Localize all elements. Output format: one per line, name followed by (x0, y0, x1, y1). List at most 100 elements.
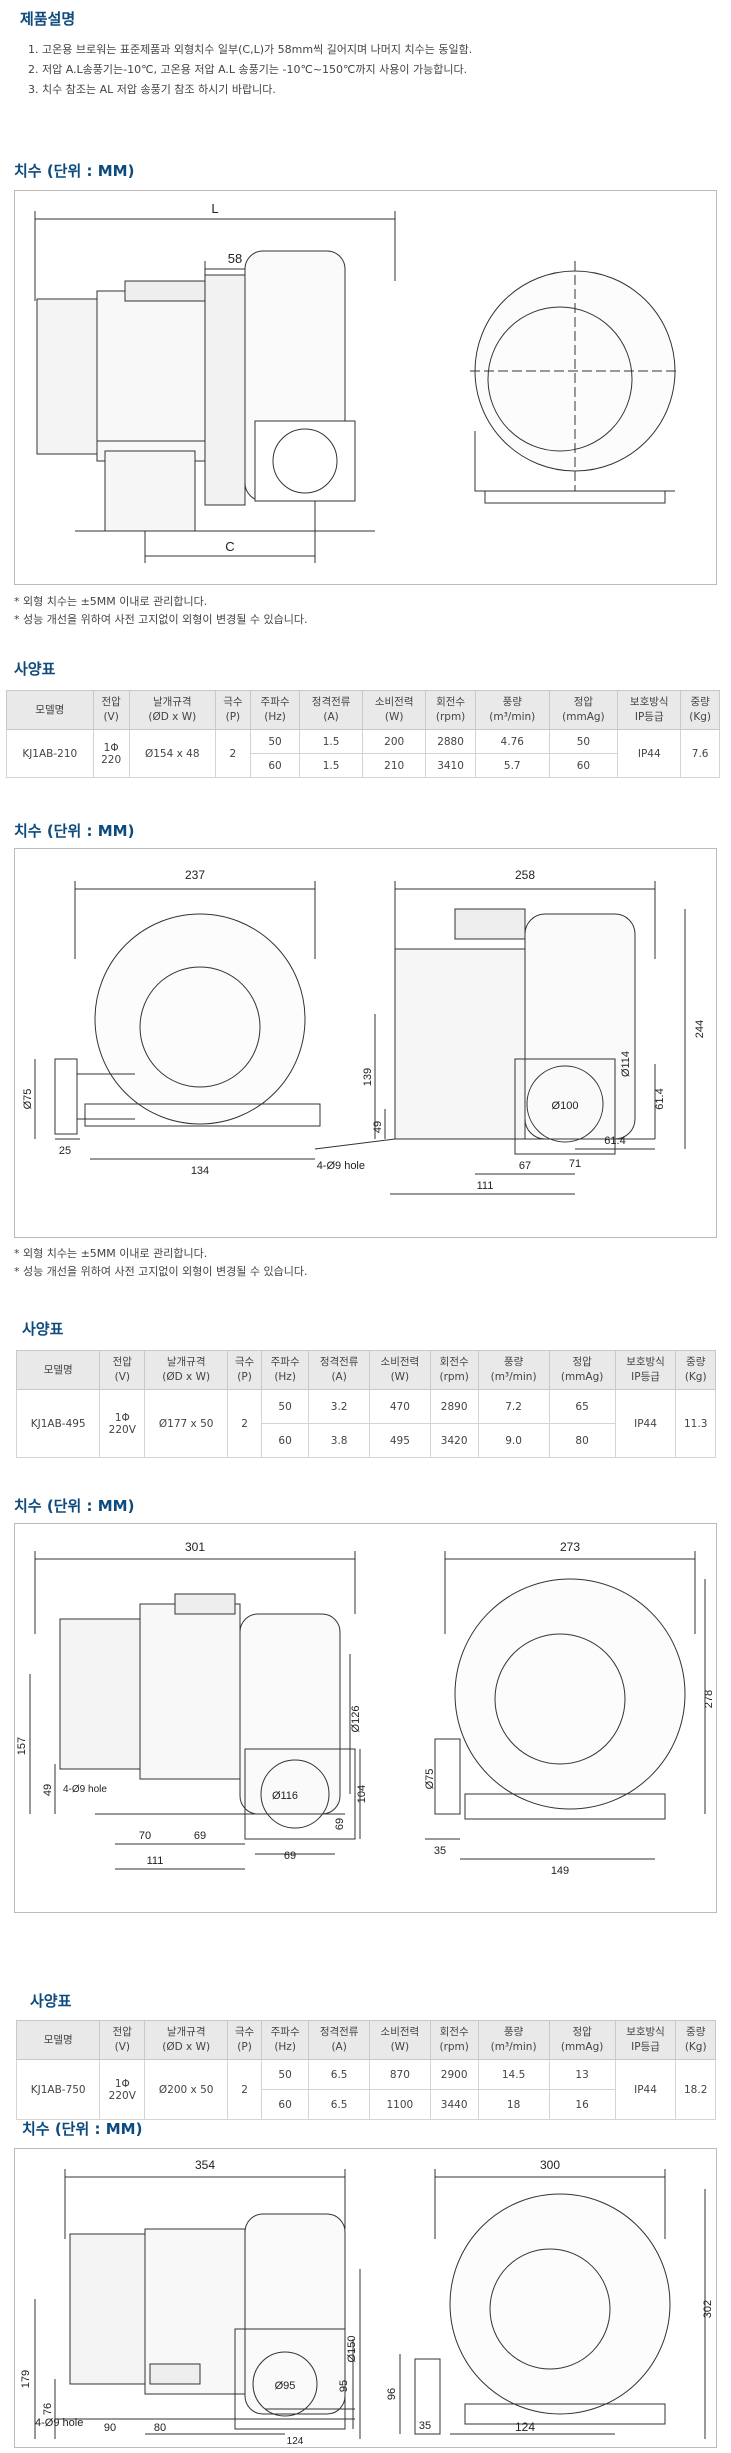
dim-label: Ø95 (275, 2380, 296, 2392)
spec-header: 날개규격(ØD x W) (144, 1350, 229, 1390)
dim-label: 4-Ø9 hole (317, 1160, 365, 1172)
dim-label: 157 (16, 1737, 28, 1755)
dim-title-3: 치수 (단위 : MM) (14, 1497, 135, 1515)
dim-label: 70 (139, 1830, 151, 1842)
spec-header: 전압(V) (99, 1350, 146, 1390)
table-cell: 3.2 (308, 1389, 370, 1424)
table-cell: 470 (369, 1389, 431, 1424)
table-cell: 3410 (425, 753, 476, 778)
product-desc-item: 2. 저압 A.L송풍기는-10℃, 고온용 저압 A.L 송풍기는 -10℃~… (28, 63, 468, 76)
table-cell: 60 (548, 753, 619, 778)
spec-header: 극수(P) (227, 2020, 262, 2060)
spec-header: 전압(V) (99, 2020, 146, 2060)
table-cell: 6.5 (308, 2089, 370, 2120)
spec-header: 풍량(m³/min) (477, 1350, 550, 1390)
table-cell: 2900 (429, 2059, 479, 2090)
spec-header: 중량(Kg) (680, 690, 720, 730)
dim-label: 244 (694, 1020, 706, 1038)
table-cell: 3420 (429, 1423, 479, 1458)
dim-label: 69 (194, 1830, 206, 1842)
table-cell: 6.5 (308, 2059, 370, 2090)
dim-title-2: 치수 (단위 : MM) (14, 822, 135, 840)
table-row: KJ1AB-210 1Φ 220 Ø154 x 48 2 50 1.5 200 … (6, 729, 720, 778)
spec-header: 풍량(m³/min) (477, 2020, 550, 2060)
spec-header: 모델명 (15, 2020, 101, 2060)
dim-label: 61.4 (654, 1088, 666, 1109)
spec-header: 소비전력(W) (362, 690, 427, 730)
voltage-cell: 1Φ 220V (99, 1389, 146, 1458)
spec-header: 모델명 (6, 690, 94, 730)
dim-label: 35 (434, 1845, 446, 1857)
spec-table-2: 모델명 전압(V) 날개규격(ØD x W) 극수(P) 주파수(Hz) 정격전… (15, 1350, 716, 1458)
spec-header: 정격전류(A) (308, 2020, 370, 2060)
spec-header: 정격전류(A) (308, 1350, 370, 1390)
table-cell: 65 (548, 1389, 616, 1424)
dim-label: C (225, 539, 234, 554)
dim-note: * 성능 개선을 위하여 사전 고지없이 외형이 변경될 수 있습니다. (14, 613, 308, 626)
blade-cell: Ø177 x 50 (144, 1389, 229, 1458)
spec-table-3: 모델명 전압(V) 날개규격(ØD x W) 극수(P) 주파수(Hz) 정격전… (15, 2020, 716, 2120)
table-cell: 60 (260, 1423, 310, 1458)
spec-header: 극수(P) (214, 690, 251, 730)
table-cell: 3.8 (308, 1423, 370, 1458)
voltage-cell: 1Φ 220V (99, 2059, 146, 2120)
dim-label: 124 (515, 2420, 535, 2434)
table-cell: 2890 (429, 1389, 479, 1424)
dim-label: 139 (362, 1068, 374, 1086)
dim-label: 61.4 (604, 1135, 625, 1147)
table-cell: 495 (369, 1423, 431, 1458)
dim-label: 49 (42, 1784, 54, 1796)
spec-header: 전압(V) (92, 690, 130, 730)
dim-note: * 외형 치수는 ±5MM 이내로 관리합니다. (14, 595, 208, 608)
table-row: 60 3.8 495 3420 9.0 80 (17, 1423, 716, 1458)
blower-drawing-4: 354 300 302 179 76 4-Ø9 hole 90 80 124 Ø… (20, 2158, 714, 2447)
spec-header: 주파수(Hz) (249, 690, 301, 730)
blower-drawing-1: L 58 C (34, 201, 680, 563)
dim-label: 80 (154, 2422, 166, 2434)
product-desc-list: 1. 고온용 브로워는 표준제품과 외형치수 일부(C,L)가 58mm씩 길어… (28, 40, 472, 100)
dim-label: 58 (228, 251, 242, 266)
spec-header: 소비전력(W) (369, 1350, 431, 1390)
drawing-3: 301 273 278 157 49 4-Ø9 hole 70 69 111 Ø… (14, 1523, 717, 1913)
dim-label: 25 (59, 1145, 71, 1157)
table-cell: 50 (260, 2059, 310, 2090)
spec-header: 극수(P) (227, 1350, 262, 1390)
dim-label: Ø150 (346, 2336, 358, 2363)
dim-note: * 외형 치수는 ±5MM 이내로 관리합니다. (14, 1247, 208, 1260)
dim-label: 354 (195, 2158, 215, 2172)
spec-header: 날개규격(ØD x W) (144, 2020, 229, 2060)
spec-header: 주파수(Hz) (260, 2020, 310, 2060)
spec-header-row: 모델명 전압(V) 날개규격(ØD x W) 극수(P) 주파수(Hz) 정격전… (6, 690, 720, 730)
dim-label: 134 (191, 1165, 209, 1177)
dim-label: 35 (419, 2420, 431, 2432)
model-cell: KJ1AB-495 (15, 1389, 101, 1458)
drawing-2: 237 258 Ø75 25 134 139 49 4-Ø9 hole 67 1… (14, 848, 717, 1238)
table-cell: 16 (548, 2089, 616, 2120)
dim-label: Ø75 (424, 1769, 436, 1790)
dim-label: 300 (540, 2158, 560, 2172)
table-cell: 80 (548, 1423, 616, 1458)
table-cell: 1.5 (299, 753, 364, 778)
dim-label: Ø75 (22, 1089, 34, 1110)
ip-cell: IP44 (617, 729, 682, 778)
spec-header: 중량(Kg) (675, 1350, 716, 1390)
product-desc-item: 1. 고온용 브로워는 표준제품과 외형치수 일부(C,L)가 58mm씩 길어… (28, 43, 473, 56)
poles-cell: 2 (214, 729, 251, 778)
table-row: 60 6.5 1100 3440 18 16 (17, 2089, 716, 2120)
voltage-cell: 1Φ 220 (92, 729, 130, 778)
table-cell: 60 (260, 2089, 310, 2120)
dim-label: 273 (560, 1540, 580, 1554)
dim-label: 95 (338, 2380, 350, 2392)
dim-title-4: 치수 (단위 : MM) (22, 2120, 143, 2138)
spec-header: 회전수(rpm) (429, 2020, 479, 2060)
product-desc-title: 제품설명 (20, 10, 76, 28)
dim-label: 124 (287, 2436, 304, 2447)
table-cell: 1.5 (299, 729, 364, 754)
ip-cell: IP44 (614, 2059, 677, 2120)
table-cell: 4.76 (474, 729, 550, 754)
table-row: 60 1.5 210 3410 5.7 60 (7, 753, 720, 778)
dim-label: 111 (147, 1855, 164, 1867)
dim-title-1: 치수 (단위 : MM) (14, 162, 135, 180)
